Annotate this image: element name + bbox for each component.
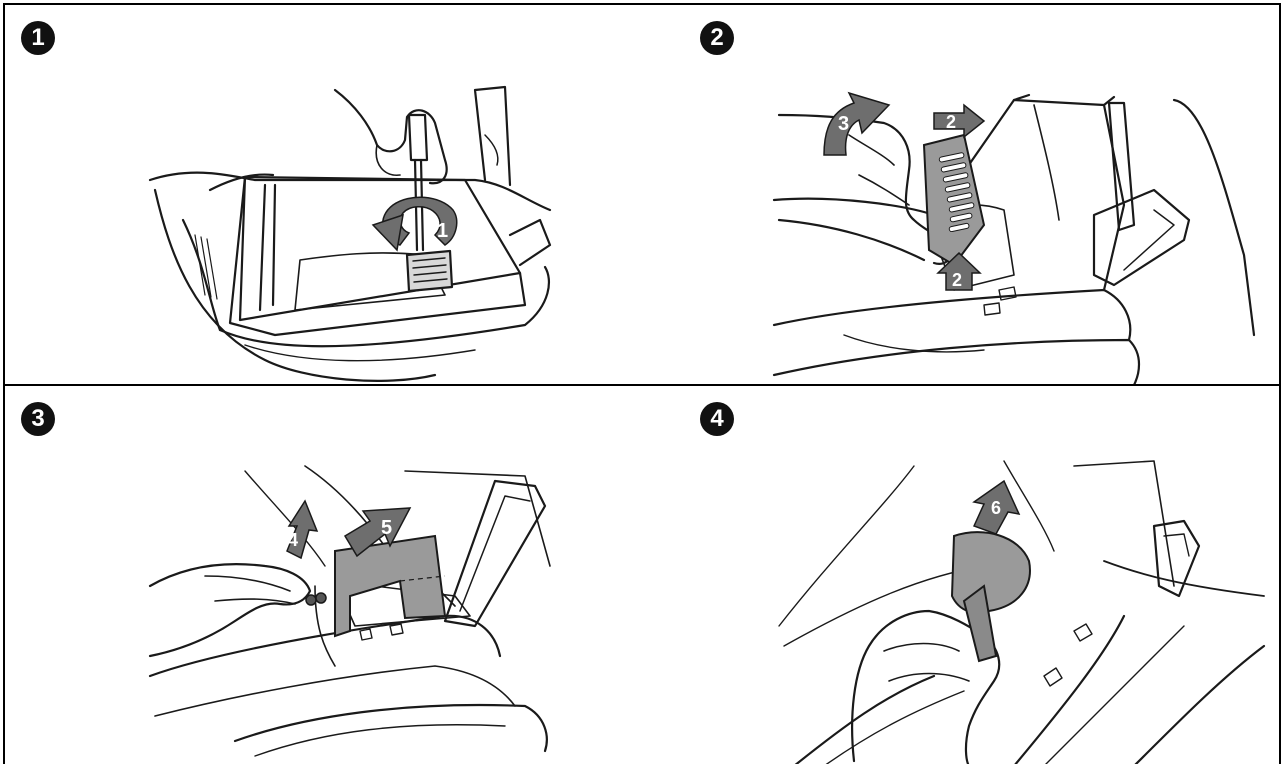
step-3-illustration: 4 5 (5, 386, 686, 764)
basket-rim (779, 220, 924, 260)
hand-outline (335, 90, 447, 183)
valve-part (952, 532, 1030, 661)
base-line-mid-inner (1044, 626, 1184, 764)
callout-2-top: 2 (946, 112, 956, 132)
callout-1: 1 (437, 220, 448, 242)
tub-inner-line (245, 471, 325, 566)
filter-insert (335, 536, 445, 636)
hand-outline (779, 115, 951, 264)
basket-inner-wall (260, 185, 275, 310)
callout-3: 3 (838, 113, 849, 135)
callout-2-bottom: 2 (952, 270, 962, 290)
tub-edge-left (779, 466, 914, 626)
step-4-illustration: 6 (684, 386, 1281, 764)
bumper-line (245, 345, 475, 361)
step-4-panel: 4 (684, 384, 1281, 764)
screwdriver-handle (409, 115, 427, 160)
hand-fingers (849, 135, 909, 205)
latch-right-detail (1124, 210, 1174, 270)
hand-fingers (884, 644, 969, 682)
step-2-illustration: 3 2 2 (684, 5, 1281, 386)
basket-floor (774, 290, 1130, 340)
tub-inner-edge (1034, 105, 1059, 220)
step-2-panel: 2 (684, 3, 1281, 386)
rotate-arrow: 1 (373, 197, 457, 250)
lift-arrow: 3 (824, 93, 889, 155)
latch-right (510, 220, 550, 265)
bumper-line (255, 725, 505, 756)
step-1-illustration: 1 (5, 5, 686, 386)
callout-5: 5 (381, 517, 392, 539)
handle-right (475, 87, 510, 185)
press-arrow-top: 2 (934, 105, 984, 137)
step-3-panel: 3 (3, 384, 686, 764)
callout-6: 6 (991, 498, 1001, 518)
basket-tub (240, 177, 520, 320)
step-1-panel: 1 (3, 3, 686, 386)
latch-right (445, 481, 545, 626)
handle-right-detail (485, 135, 498, 165)
base-line-right (1134, 646, 1264, 764)
pull-arrow: 6 (974, 481, 1019, 534)
callout-4: 4 (288, 530, 298, 550)
clip-slots (984, 287, 1016, 315)
base-line-left (794, 676, 934, 764)
basket-inner-lip (155, 666, 515, 716)
tub-rim (1104, 561, 1264, 596)
hand-fingers (205, 576, 295, 604)
filter-panel (407, 251, 452, 291)
bumper-line (844, 335, 984, 352)
robot-bumper (774, 340, 1139, 385)
brush-bristles (195, 235, 217, 299)
